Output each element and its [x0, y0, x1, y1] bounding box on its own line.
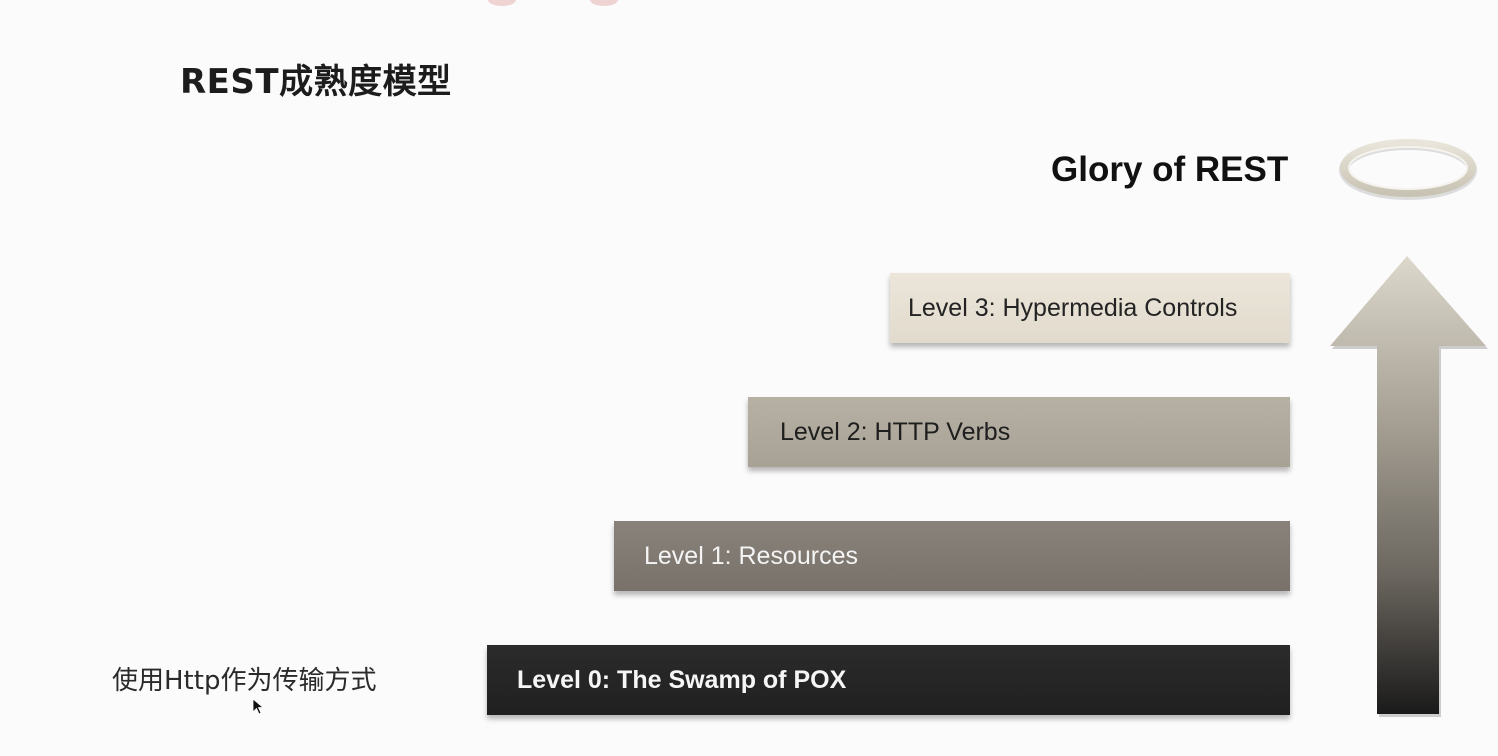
level-0-label: Level 0: The Swamp of POX: [517, 665, 847, 694]
slide-title: REST成熟度模型: [180, 62, 452, 102]
top-edge-artifact: [470, 0, 640, 8]
level-3-box: Level 3: Hypermedia Controls: [890, 273, 1290, 343]
level-1-box: Level 1: Resources: [614, 521, 1290, 591]
glory-of-rest-label: Glory of REST: [1051, 150, 1289, 189]
level-2-label: Level 2: HTTP Verbs: [780, 417, 1011, 446]
level-3-label: Level 3: Hypermedia Controls: [908, 293, 1238, 322]
level-0-box: Level 0: The Swamp of POX: [487, 645, 1290, 715]
level-1-label: Level 1: Resources: [644, 541, 859, 570]
up-arrow-icon: [1330, 256, 1488, 717]
mouse-cursor-icon: [252, 698, 264, 715]
halo-icon: [1339, 139, 1477, 200]
http-transport-note: 使用Http作为传输方式: [112, 666, 377, 696]
level-2-box: Level 2: HTTP Verbs: [748, 397, 1290, 467]
